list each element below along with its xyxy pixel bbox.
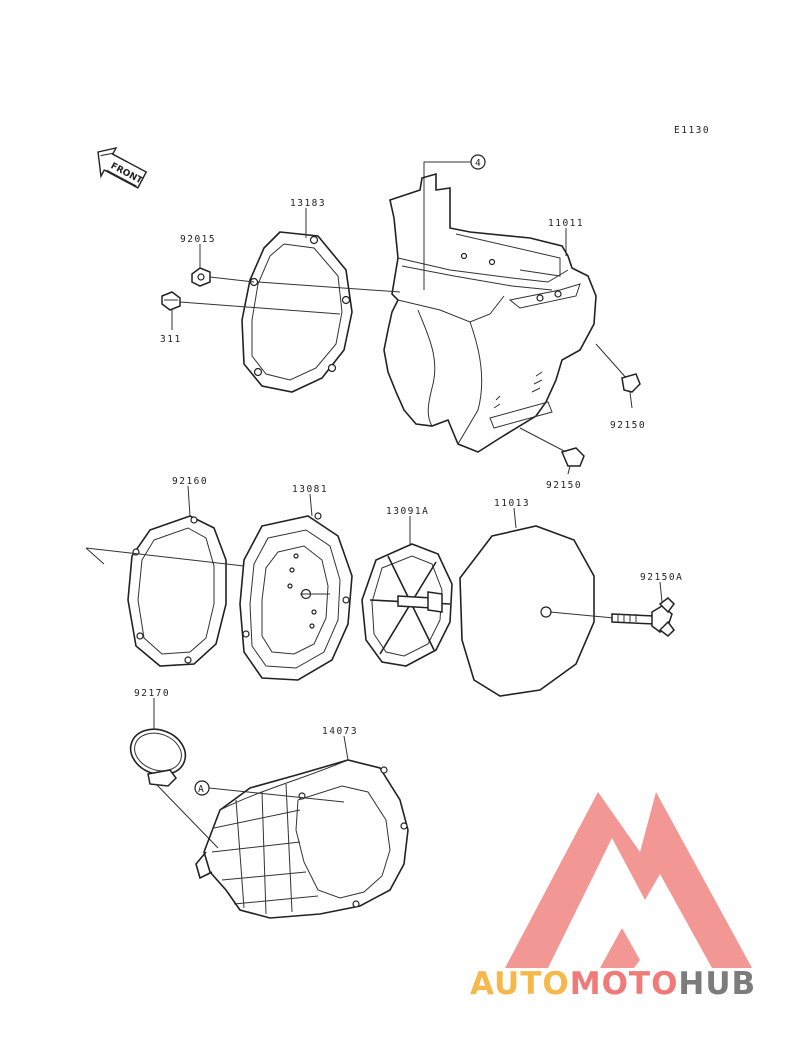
filter-frame-13081: [239, 512, 353, 681]
clamp-92170: [129, 728, 219, 849]
watermark-triangle: [505, 792, 752, 968]
svg-text:AUTOMOTOHUB: AUTOMOTOHUB: [470, 966, 756, 1002]
part-label-14073: 14073: [322, 726, 358, 737]
watermark-logo: AUTOMOTOHUB: [470, 792, 756, 1002]
gasket-13183: [241, 231, 401, 393]
svg-text:A: A: [198, 784, 205, 795]
watermark-hub: HUB: [678, 966, 756, 1002]
callout-a: A: [194, 780, 345, 803]
air-cleaner-housing: [383, 172, 597, 453]
diagram-code: E1130: [674, 125, 710, 136]
front-arrow-icon: FRONT: [97, 146, 148, 189]
svg-text:4: 4: [475, 158, 482, 169]
bolt-92150-right: [595, 343, 641, 409]
watermark-auto: AUTO: [470, 966, 570, 1002]
filter-element-11013: [459, 525, 595, 697]
wing-bolt-92150a: [549, 597, 675, 637]
part-label-92170: 92170: [134, 688, 170, 699]
nut-311: [161, 291, 341, 330]
part-label-11013: 11013: [494, 498, 530, 509]
bolt-92150-lower: [519, 427, 585, 475]
part-label-11011: 11011: [548, 218, 584, 229]
filter-cage-13091a: [361, 543, 453, 667]
part-label-13081: 13081: [292, 484, 328, 495]
watermark-moto: MOTO: [570, 966, 679, 1002]
part-label-92160: 92160: [172, 476, 208, 487]
part-label-92150-lower: 92150: [546, 480, 582, 491]
part-label-92150a: 92150A: [640, 572, 683, 583]
part-label-311: 311: [160, 334, 182, 345]
nut-92015: [191, 267, 255, 287]
gasket-92160: [85, 515, 245, 667]
part-label-92150-right: 92150: [610, 420, 646, 431]
part-label-13183: 13183: [290, 198, 326, 209]
duct-14073: [195, 759, 409, 919]
part-label-92015: 92015: [180, 234, 216, 245]
part-label-13091a: 13091A: [386, 506, 429, 517]
callout-4: 4: [423, 154, 486, 290]
